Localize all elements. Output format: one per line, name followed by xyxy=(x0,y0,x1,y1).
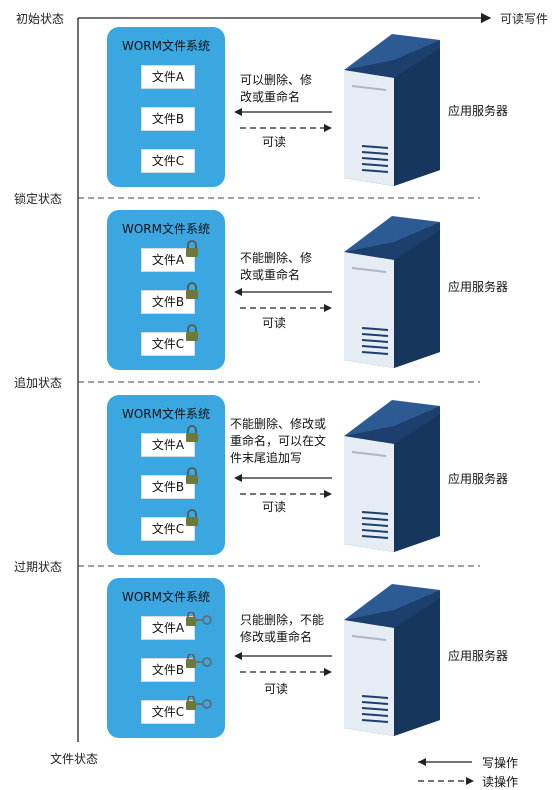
description-line: 改或重命名 xyxy=(240,268,301,282)
server-icon xyxy=(344,34,440,186)
operation-description: 不能删除、修改或 重命名，可以在文 件末尾追加写 xyxy=(230,416,338,467)
description-line: 件末尾追加写 xyxy=(230,451,303,465)
server-label: 应用服务器 xyxy=(448,104,509,118)
worm-title: WORM文件系统 xyxy=(121,39,210,53)
section-arrows xyxy=(234,108,332,132)
file-c[interactable]: 文件C xyxy=(141,149,195,173)
operation-description: 只能删除，不能 修改或重命名 xyxy=(240,612,340,646)
lock-icon xyxy=(186,467,198,484)
lock-key-icon xyxy=(186,696,212,710)
section-arrows xyxy=(234,288,332,312)
file-c[interactable]: 文件C xyxy=(141,517,195,541)
description-line: 只能删除，不能 xyxy=(240,613,325,627)
legend-read-label: 读操作 xyxy=(482,775,519,789)
lock-key-icon xyxy=(186,654,212,668)
file-b[interactable]: 文件B xyxy=(141,658,195,682)
lock-icon xyxy=(186,240,198,257)
lock-icon xyxy=(186,509,198,526)
operation-description: 可以删除、修 改或重命名 xyxy=(240,72,332,106)
worm-filesystem-box: WORM文件系统 文件A 文件B 文件C xyxy=(107,27,225,187)
description-line: 重命名，可以在文 xyxy=(230,434,327,448)
description-line: 不能删除、修 xyxy=(240,251,313,265)
server-label: 应用服务器 xyxy=(448,472,509,486)
file-a[interactable]: 文件A xyxy=(141,65,195,89)
description-line: 不能删除、修改或 xyxy=(230,417,327,431)
state-label: 锁定状态 xyxy=(14,192,63,206)
state-label: 初始状态 xyxy=(16,12,65,26)
worm-filesystem-box: WORM文件系统 文件A 文件B 文件C xyxy=(107,395,225,555)
worm-title: WORM文件系统 xyxy=(121,590,210,604)
read-label: 可读 xyxy=(262,316,287,330)
server-icon xyxy=(344,400,440,552)
lock-icon xyxy=(186,425,198,442)
server-icon xyxy=(344,216,440,368)
server-icon xyxy=(344,584,440,736)
axis-bottom-label: 文件状态 xyxy=(50,752,99,766)
worm-filesystem-box: WORM文件系统 文件A 文件B 文件C xyxy=(107,578,225,738)
worm-filesystem-box: WORM文件系统 文件A 文件B 文件C xyxy=(107,210,225,370)
description-line: 可以删除、修 xyxy=(240,73,313,87)
server-label: 应用服务器 xyxy=(448,649,509,663)
legend-write-label: 写操作 xyxy=(482,756,519,770)
description-line: 改或重命名 xyxy=(240,90,301,104)
read-label: 可读 xyxy=(262,135,287,149)
lock-icon xyxy=(186,282,198,299)
file-a[interactable]: 文件A xyxy=(141,616,195,640)
worm-title: WORM文件系统 xyxy=(121,407,210,421)
axis-top-right-label: 可读写件 xyxy=(500,12,549,26)
state-label: 过期状态 xyxy=(14,560,63,574)
file-a[interactable]: 文件A xyxy=(141,433,195,457)
state-label: 追加状态 xyxy=(14,376,63,390)
read-label: 可读 xyxy=(262,500,287,514)
file-c[interactable]: 文件C xyxy=(141,700,195,724)
section-arrows xyxy=(234,474,332,498)
section-arrows xyxy=(234,652,332,676)
worm-title: WORM文件系统 xyxy=(121,222,210,236)
description-line: 修改或重命名 xyxy=(240,630,313,644)
operation-description: 不能删除、修 改或重命名 xyxy=(240,250,332,284)
lock-icon xyxy=(186,324,198,341)
server-label: 应用服务器 xyxy=(448,280,509,294)
read-label: 可读 xyxy=(264,682,289,696)
file-b[interactable]: 文件B xyxy=(141,107,195,131)
lock-key-icon xyxy=(186,612,212,626)
